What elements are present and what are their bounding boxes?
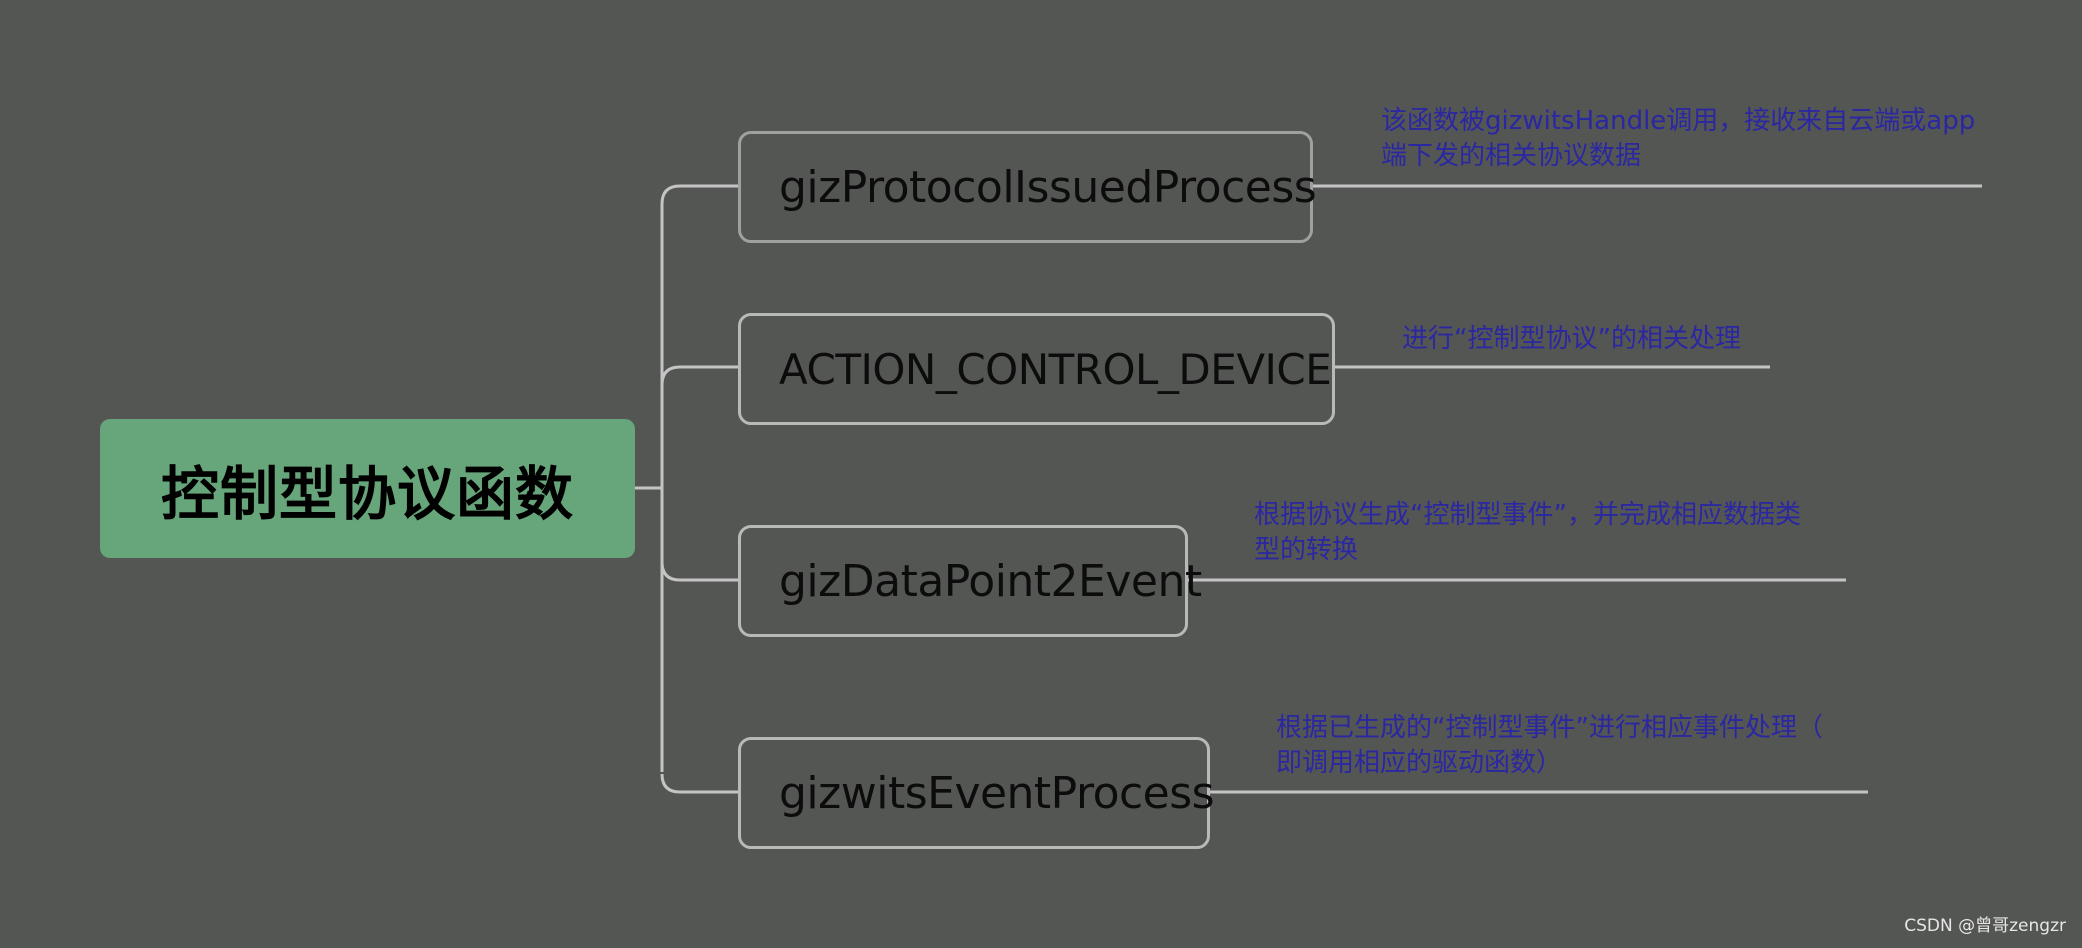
note-line: 根据协议生成“控制型事件”，并完成相应数据类 (1254, 500, 1801, 530)
note-3: 根据协议生成“控制型事件”，并完成相应数据类 型的转换 (1254, 498, 1801, 568)
node-label: gizDataPoint2Event (779, 555, 1202, 607)
root-node[interactable]: 控制型协议函数 (100, 419, 635, 558)
node-gizwitseventprocess[interactable]: gizwitsEventProcess (738, 737, 1215, 849)
note-line: 型的转换 (1254, 535, 1359, 565)
branch-1 (660, 184, 738, 205)
note-4: 根据已生成的“控制型事件”进行相应事件处理（ 即调用相应的驱动函数） (1276, 711, 1823, 781)
note-line: 该函数被gizwitsHandle调用，接收来自云端或app (1381, 106, 1976, 136)
branch-2 (660, 365, 738, 386)
note-2: 进行“控制型协议”的相关处理 (1402, 322, 1741, 357)
node-gizdatapoint2event[interactable]: gizDataPoint2Event (738, 525, 1202, 637)
note-line: 端下发的相关协议数据 (1381, 141, 1642, 171)
note-line: 进行“控制型协议”的相关处理 (1402, 324, 1741, 354)
note-line: 根据已生成的“控制型事件”进行相应事件处理（ (1276, 713, 1823, 743)
node-label: gizProtocolIssuedProcess (779, 161, 1317, 213)
branch-4 (660, 773, 738, 794)
node-label: gizwitsEventProcess (779, 767, 1215, 819)
node-gizprotocolissuedprocess[interactable]: gizProtocolIssuedProcess (738, 131, 1317, 243)
note-1: 该函数被gizwitsHandle调用，接收来自云端或app 端下发的相关协议数… (1381, 104, 1975, 174)
watermark: CSDN @曾哥zengzr (1904, 916, 2066, 936)
node-label: ACTION_CONTROL_DEVICE (779, 344, 1332, 394)
node-action-control-device[interactable]: ACTION_CONTROL_DEVICE (738, 313, 1335, 425)
note-line: 即调用相应的驱动函数） (1276, 748, 1563, 778)
branch-3 (660, 561, 738, 582)
root-label: 控制型协议函数 (160, 459, 574, 528)
